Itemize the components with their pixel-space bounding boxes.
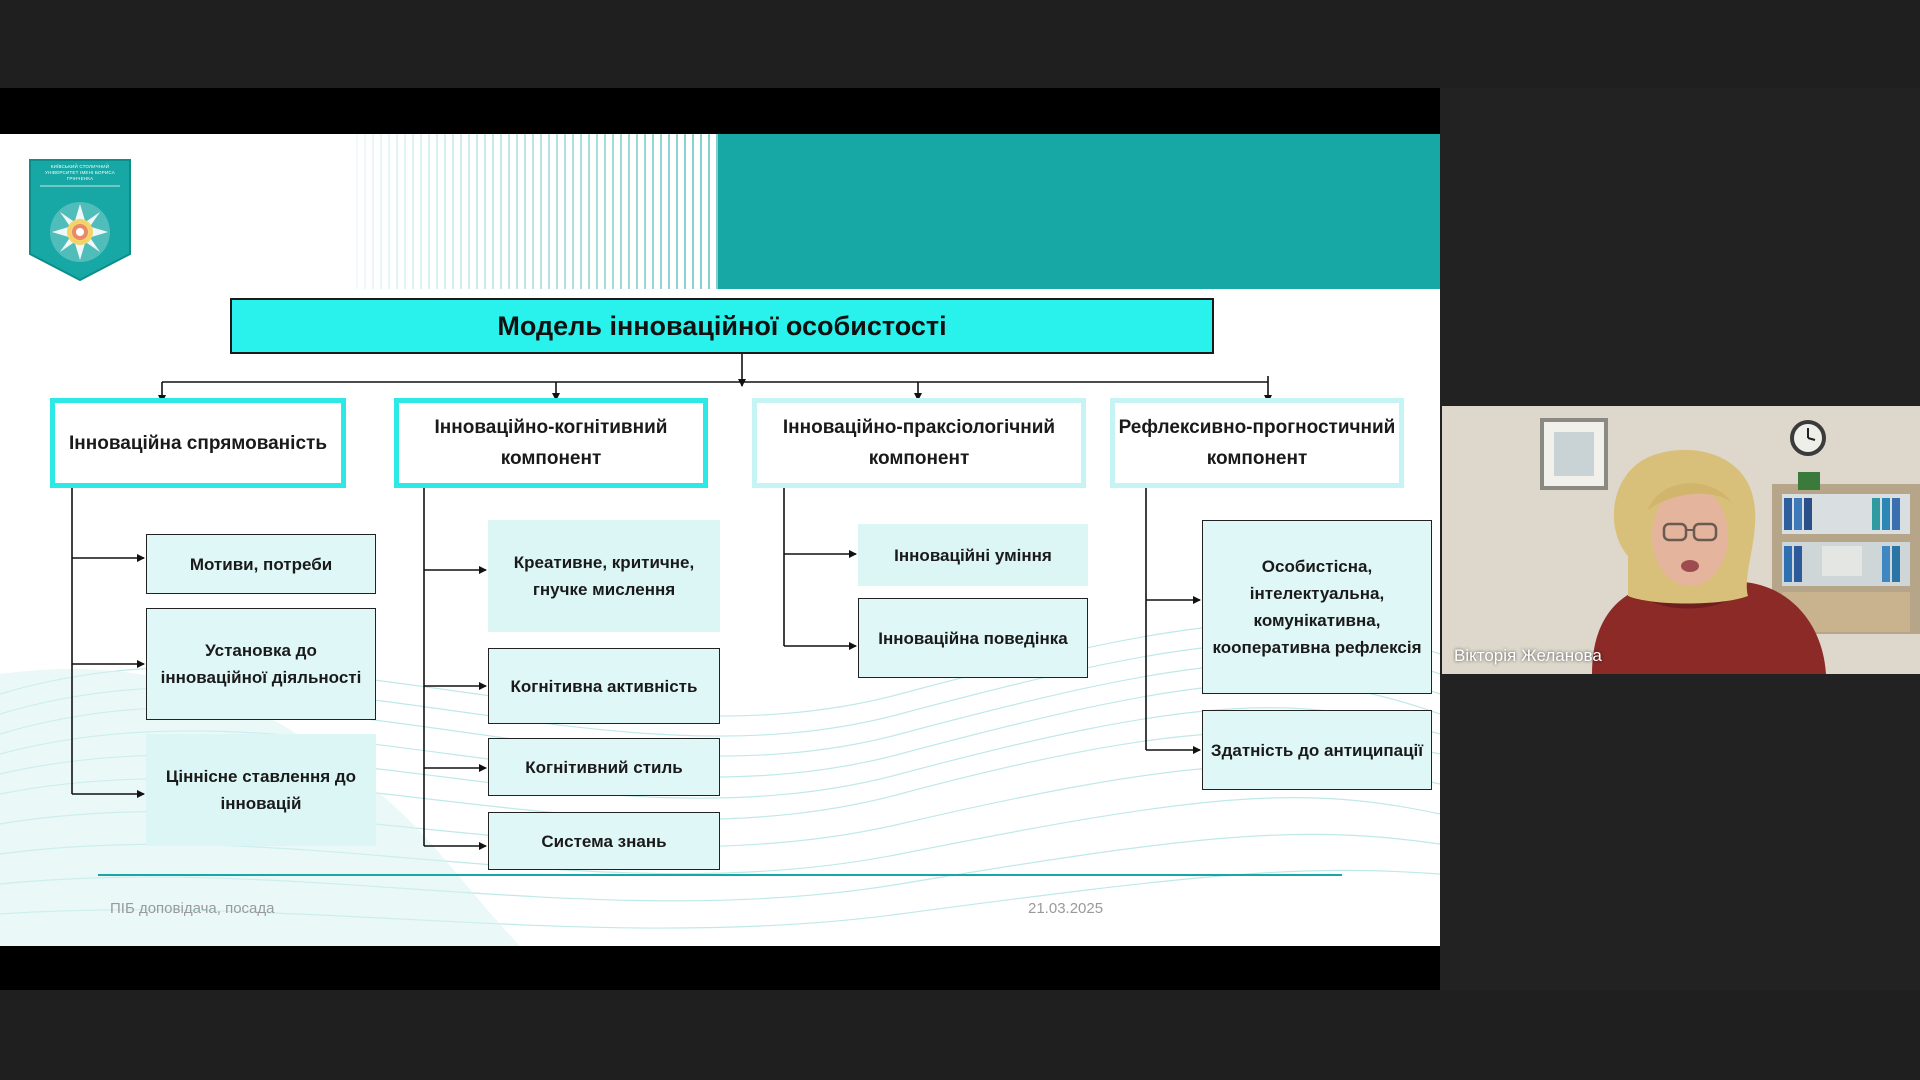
header-teal-block: [718, 134, 1440, 289]
item-box: Креативне, критичне, гнучке мислення: [488, 520, 720, 632]
webcam-scene: [1442, 406, 1920, 674]
item-box: Інноваційні уміння: [858, 524, 1088, 586]
item-box: Установка до інноваційної діяльності: [146, 608, 376, 720]
participant-name: Вікторія Желанова: [1454, 646, 1602, 665]
logo-text: КИЇВСЬКИЙ СТОЛИЧНИЙ УНІВЕРСИТЕТ ІМЕНІ БО…: [45, 164, 115, 181]
footer-divider: [98, 874, 1342, 876]
footer-date: 21.03.2025: [1028, 900, 1104, 917]
top-black-bar: [0, 0, 1920, 88]
category-box: Рефлексивно-прогностичний компонент: [1110, 398, 1404, 488]
item-box: Система знань: [488, 812, 720, 870]
diagram-title: Модель інноваційної особистості: [230, 298, 1214, 354]
item-box: Особистісна, інтелектуальна, комунікатив…: [1202, 520, 1432, 694]
participant-video-tile[interactable]: Вікторія Желанова: [1442, 406, 1920, 674]
item-box: Інноваційна поведінка: [858, 598, 1088, 678]
letterbox-top: [0, 88, 1440, 134]
item-box: Когнітивна активність: [488, 648, 720, 724]
university-logo: [29, 159, 131, 282]
item-box: Когнітивний стиль: [488, 738, 720, 796]
item-box: Здатність до антиципації: [1202, 710, 1432, 790]
footer-presenter: ПІБ доповідача, посада: [110, 900, 275, 917]
category-box: Інноваційна спрямованість: [50, 398, 346, 488]
shared-slide: КИЇВСЬКИЙ СТОЛИЧНИЙ УНІВЕРСИТЕТ ІМЕНІ БО…: [0, 134, 1440, 946]
header-stripes: [350, 134, 720, 289]
category-box: Інноваційно-праксіологічний компонент: [752, 398, 1086, 488]
item-box: Ціннісне ставлення до інновацій: [146, 734, 376, 846]
item-box: Мотиви, потреби: [146, 534, 376, 594]
category-box: Інноваційно-когнітивний компонент: [394, 398, 708, 488]
letterbox-bottom: [0, 946, 1440, 990]
bottom-black-bar: [0, 990, 1920, 1080]
